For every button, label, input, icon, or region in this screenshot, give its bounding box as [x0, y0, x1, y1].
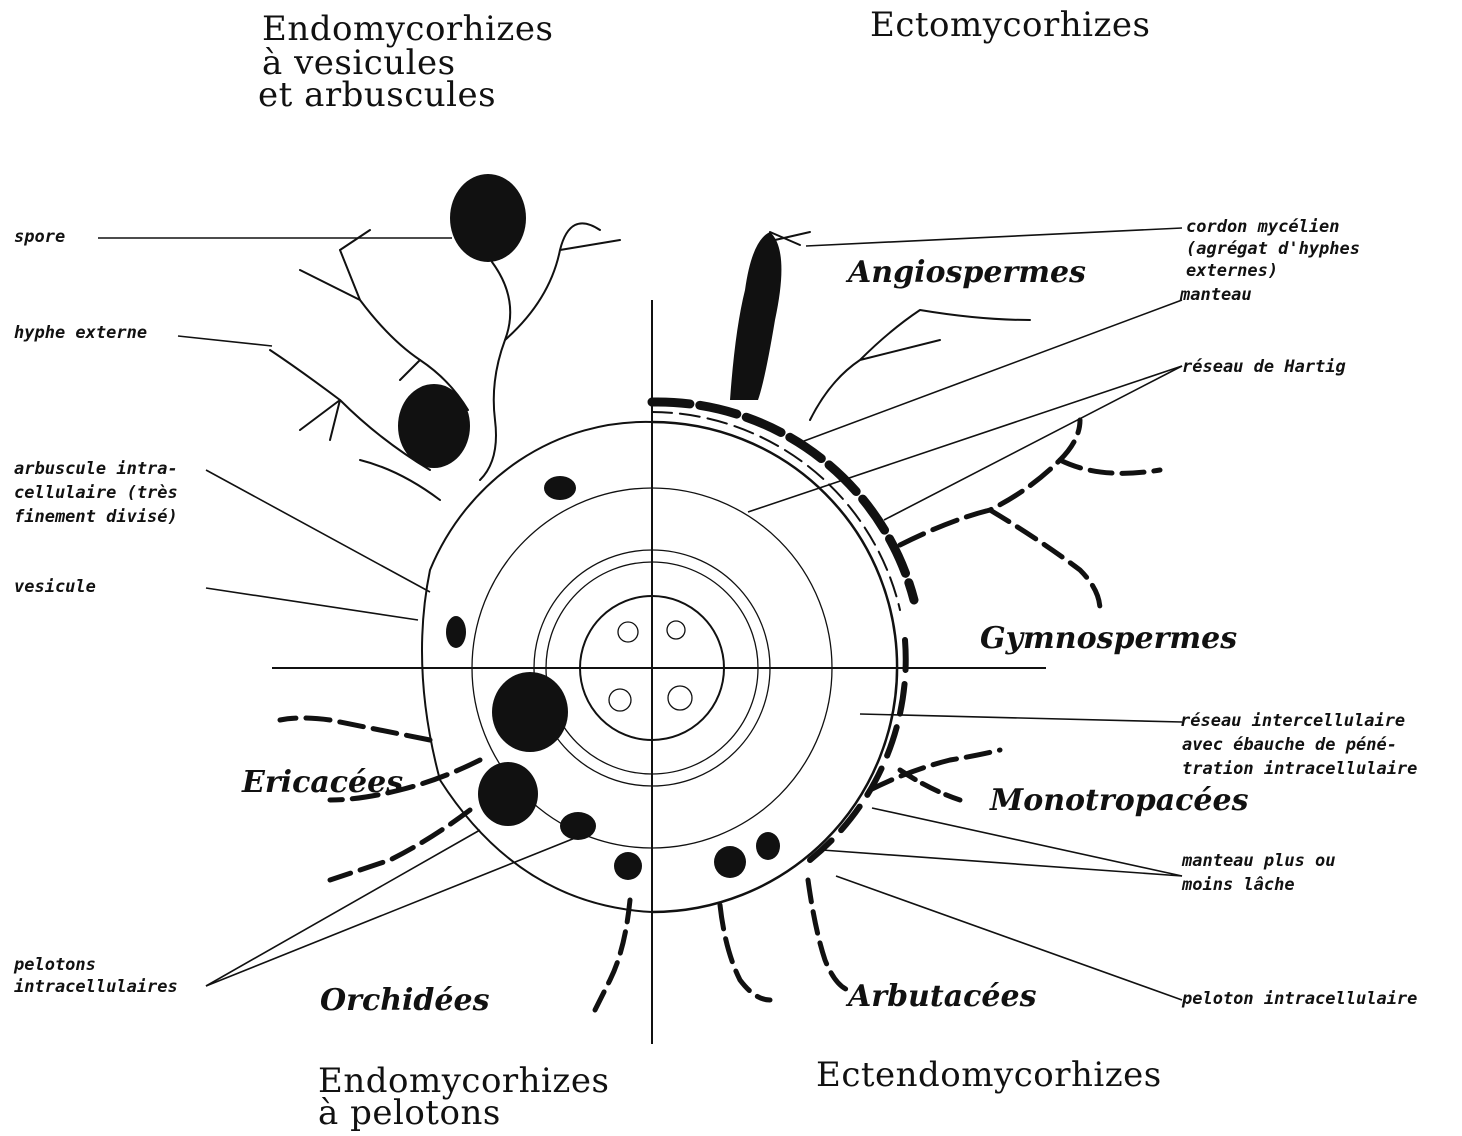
hypha-ericacees-2	[280, 718, 430, 740]
label-reseau-intercellulaire-line3: tration intracellulaire	[1182, 759, 1417, 779]
label-manteau: manteau	[1179, 285, 1252, 305]
label-vesicule: vesicule	[14, 577, 96, 597]
label-reseau-hartig: réseau de Hartig	[1182, 357, 1346, 377]
hyphae-angiospermes	[810, 310, 1030, 420]
hypha-orchidees	[595, 900, 630, 1010]
peloton-ericacees	[478, 762, 538, 826]
root-outline-left	[422, 422, 652, 912]
label-arbuscule-line3: finement divisé)	[14, 507, 178, 527]
title-ectomycorhizes: Ectomycorhizes	[870, 5, 1150, 45]
title-endo-pelotons-line2: à pelotons	[318, 1093, 501, 1133]
stele-cell-4	[668, 686, 692, 710]
leader-manteau-lache-1	[872, 808, 1182, 876]
mantle-ecto-inner	[652, 412, 900, 610]
leader-vesicule	[206, 588, 418, 620]
mantle-ectendo	[810, 640, 906, 860]
peloton-small-2	[614, 852, 642, 880]
hypha-gymno-3	[990, 510, 1100, 610]
taxon-gymnospermes: Gymnospermes	[980, 621, 1237, 656]
leader-hyphe-externe	[178, 336, 272, 346]
stele-cell-3	[609, 689, 631, 711]
hypha-gymno-2	[1060, 460, 1160, 473]
leader-manteau-lache-2	[822, 850, 1182, 876]
hypha-arbutacees-1	[720, 905, 770, 1000]
label-peloton-intracellulaire: peloton intracellulaire	[1181, 989, 1417, 1009]
leader-reseau-intercellulaire	[860, 714, 1182, 722]
fungal-structures	[270, 174, 1160, 1010]
leader-manteau	[796, 300, 1182, 444]
label-hyphe-externe: hyphe externe	[14, 323, 147, 343]
peloton-small-1	[560, 812, 596, 840]
label-reseau-intercellulaire-line1: réseau intercellulaire	[1180, 711, 1405, 731]
label-manteau-lache-line2: moins lâche	[1181, 875, 1295, 895]
label-spore: spore	[14, 227, 65, 247]
leader-cordon	[806, 228, 1182, 246]
vesicle-intracellular	[446, 616, 466, 648]
peloton-ectendo-2	[756, 832, 780, 860]
label-reseau-intercellulaire-line2: avec ébauche de péné-	[1182, 735, 1397, 755]
label-cordon-line1: cordon mycélien	[1186, 217, 1340, 237]
taxon-monotropacees: Monotropacées	[989, 783, 1249, 818]
leader-arbuscule	[206, 470, 430, 592]
hypha-gymno-1	[900, 420, 1080, 545]
label-arbuscule-line2: cellulaire (très	[14, 483, 178, 503]
taxon-angiospermes: Angiospermes	[845, 255, 1086, 290]
label-cordon-line2: (agrégat d'hyphes	[1186, 239, 1360, 259]
label-pelotons-line2: intracellulaires	[14, 977, 178, 997]
stele-cell-2	[667, 621, 685, 639]
peloton-ectendo-1	[714, 846, 746, 878]
hypha-branch-2	[300, 230, 420, 380]
hypha-from-spore-1	[480, 262, 510, 480]
hypha-branch-1	[340, 250, 468, 410]
hypha-monotropa-2	[900, 770, 960, 800]
leader-reseau-hartig-1	[748, 366, 1182, 512]
label-cordon-line3: externes)	[1186, 261, 1278, 281]
cordon-mycelien	[730, 232, 781, 400]
stele-cell-1	[618, 622, 638, 642]
arbuscule-cell	[544, 476, 576, 500]
hypha-ericacees-3	[330, 810, 470, 880]
title-endo-vesicules-line3: et arbuscules	[258, 75, 496, 115]
taxon-arbutacees: Arbutacées	[845, 979, 1037, 1014]
label-pelotons-line1: pelotons	[13, 955, 96, 975]
root-cross-section	[422, 402, 914, 912]
leader-pelotons-1	[206, 830, 480, 986]
label-arbuscule-line1: arbuscule intra-	[14, 459, 178, 479]
leader-lines	[98, 228, 1182, 1000]
peloton-large	[492, 672, 568, 752]
label-manteau-lache-line1: manteau plus ou	[1181, 851, 1336, 871]
leader-reseau-hartig-2	[884, 366, 1182, 520]
hypha-branch-3	[505, 223, 620, 340]
title-ectendomycorhizes: Ectendomycorhizes	[816, 1055, 1162, 1095]
spore-upper	[450, 174, 526, 262]
taxon-orchidees: Orchidées	[320, 983, 490, 1018]
hypha-arbutacees-2	[808, 880, 848, 990]
